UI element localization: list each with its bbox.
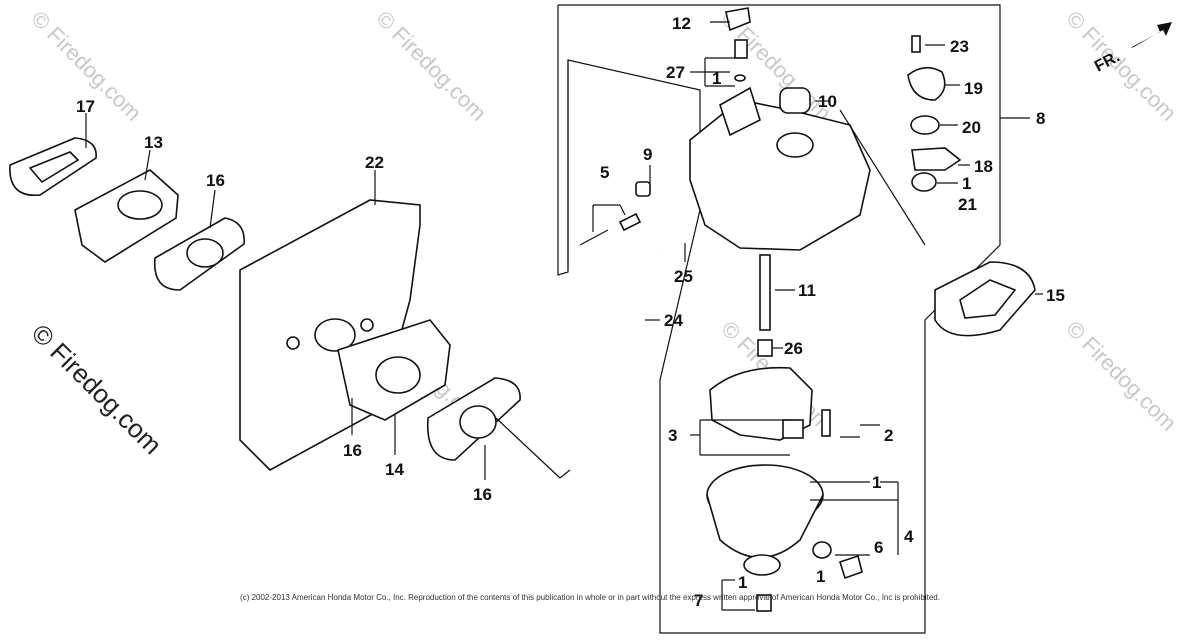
fuel-tube-24 (625, 249, 663, 571)
callout-1: 1 (962, 174, 971, 193)
float-valve-2 (821, 409, 831, 437)
float-chamber-4 (706, 464, 824, 612)
callout-7: 7 (694, 591, 703, 610)
callout-21: 21 (958, 195, 977, 214)
choke-parts (725, 7, 751, 82)
callout-5: 5 (600, 163, 609, 182)
right-parts (907, 35, 962, 192)
callout-11: 11 (798, 281, 816, 300)
callout-18: 18 (974, 157, 993, 176)
carburetor-body (689, 86, 871, 251)
gasket-15 (934, 261, 1036, 337)
callout-3: 3 (668, 426, 677, 445)
callouts: 17 13 16 22 16 14 16 12 27 1 10 9 5 25 2… (76, 14, 1065, 610)
callout-27: 27 (666, 63, 685, 82)
callout-16: 16 (343, 441, 362, 460)
spacer-14 (337, 319, 451, 421)
watermark-main: © Firedog.com (26, 318, 168, 460)
callout-14: 14 (385, 460, 404, 479)
drain-bolt-6 (812, 541, 863, 580)
watermark: © Firedog.com (1061, 6, 1180, 126)
leader-lines (85, 21, 1043, 611)
callout-12: 12 (672, 14, 691, 33)
callout-8: 8 (1036, 109, 1045, 128)
arrow-icon (1130, 22, 1172, 48)
callout-1: 1 (738, 573, 747, 592)
callout-16: 16 (473, 485, 492, 504)
callout-19: 19 (964, 79, 983, 98)
callout-2: 2 (884, 426, 893, 445)
callout-20: 20 (962, 118, 981, 137)
callout-24: 24 (664, 311, 683, 330)
float-3 (709, 366, 813, 441)
callout-23: 23 (950, 37, 969, 56)
carburetor-insulator-13 (74, 169, 179, 263)
gasket-17 (9, 137, 97, 196)
watermark: © Firedog.com (1061, 316, 1180, 436)
callout-25: 25 (674, 267, 693, 286)
callout-10: 10 (818, 92, 837, 111)
callout-15: 15 (1046, 286, 1065, 305)
callout-9: 9 (643, 145, 652, 164)
callout-16: 16 (206, 171, 225, 190)
callout-17: 17 (76, 97, 95, 116)
gasket-16-upper (153, 217, 245, 291)
callout-13: 13 (144, 133, 163, 152)
callout-4: 4 (904, 527, 914, 546)
callout-1: 1 (872, 473, 881, 492)
callout-1: 1 (816, 567, 825, 586)
pilot-screw-5 (579, 181, 651, 246)
main-nozzle-11 (757, 254, 773, 357)
gasket-16-lower (426, 377, 521, 461)
watermark: © Firedog.com (371, 6, 491, 126)
callout-1: 1 (712, 69, 721, 88)
callout-22: 22 (365, 153, 384, 172)
copyright-notice: (c) 2002-2013 American Honda Motor Co., … (240, 593, 940, 602)
callout-6: 6 (874, 538, 883, 557)
callout-26: 26 (784, 339, 803, 358)
assembly-outline (557, 4, 1001, 634)
